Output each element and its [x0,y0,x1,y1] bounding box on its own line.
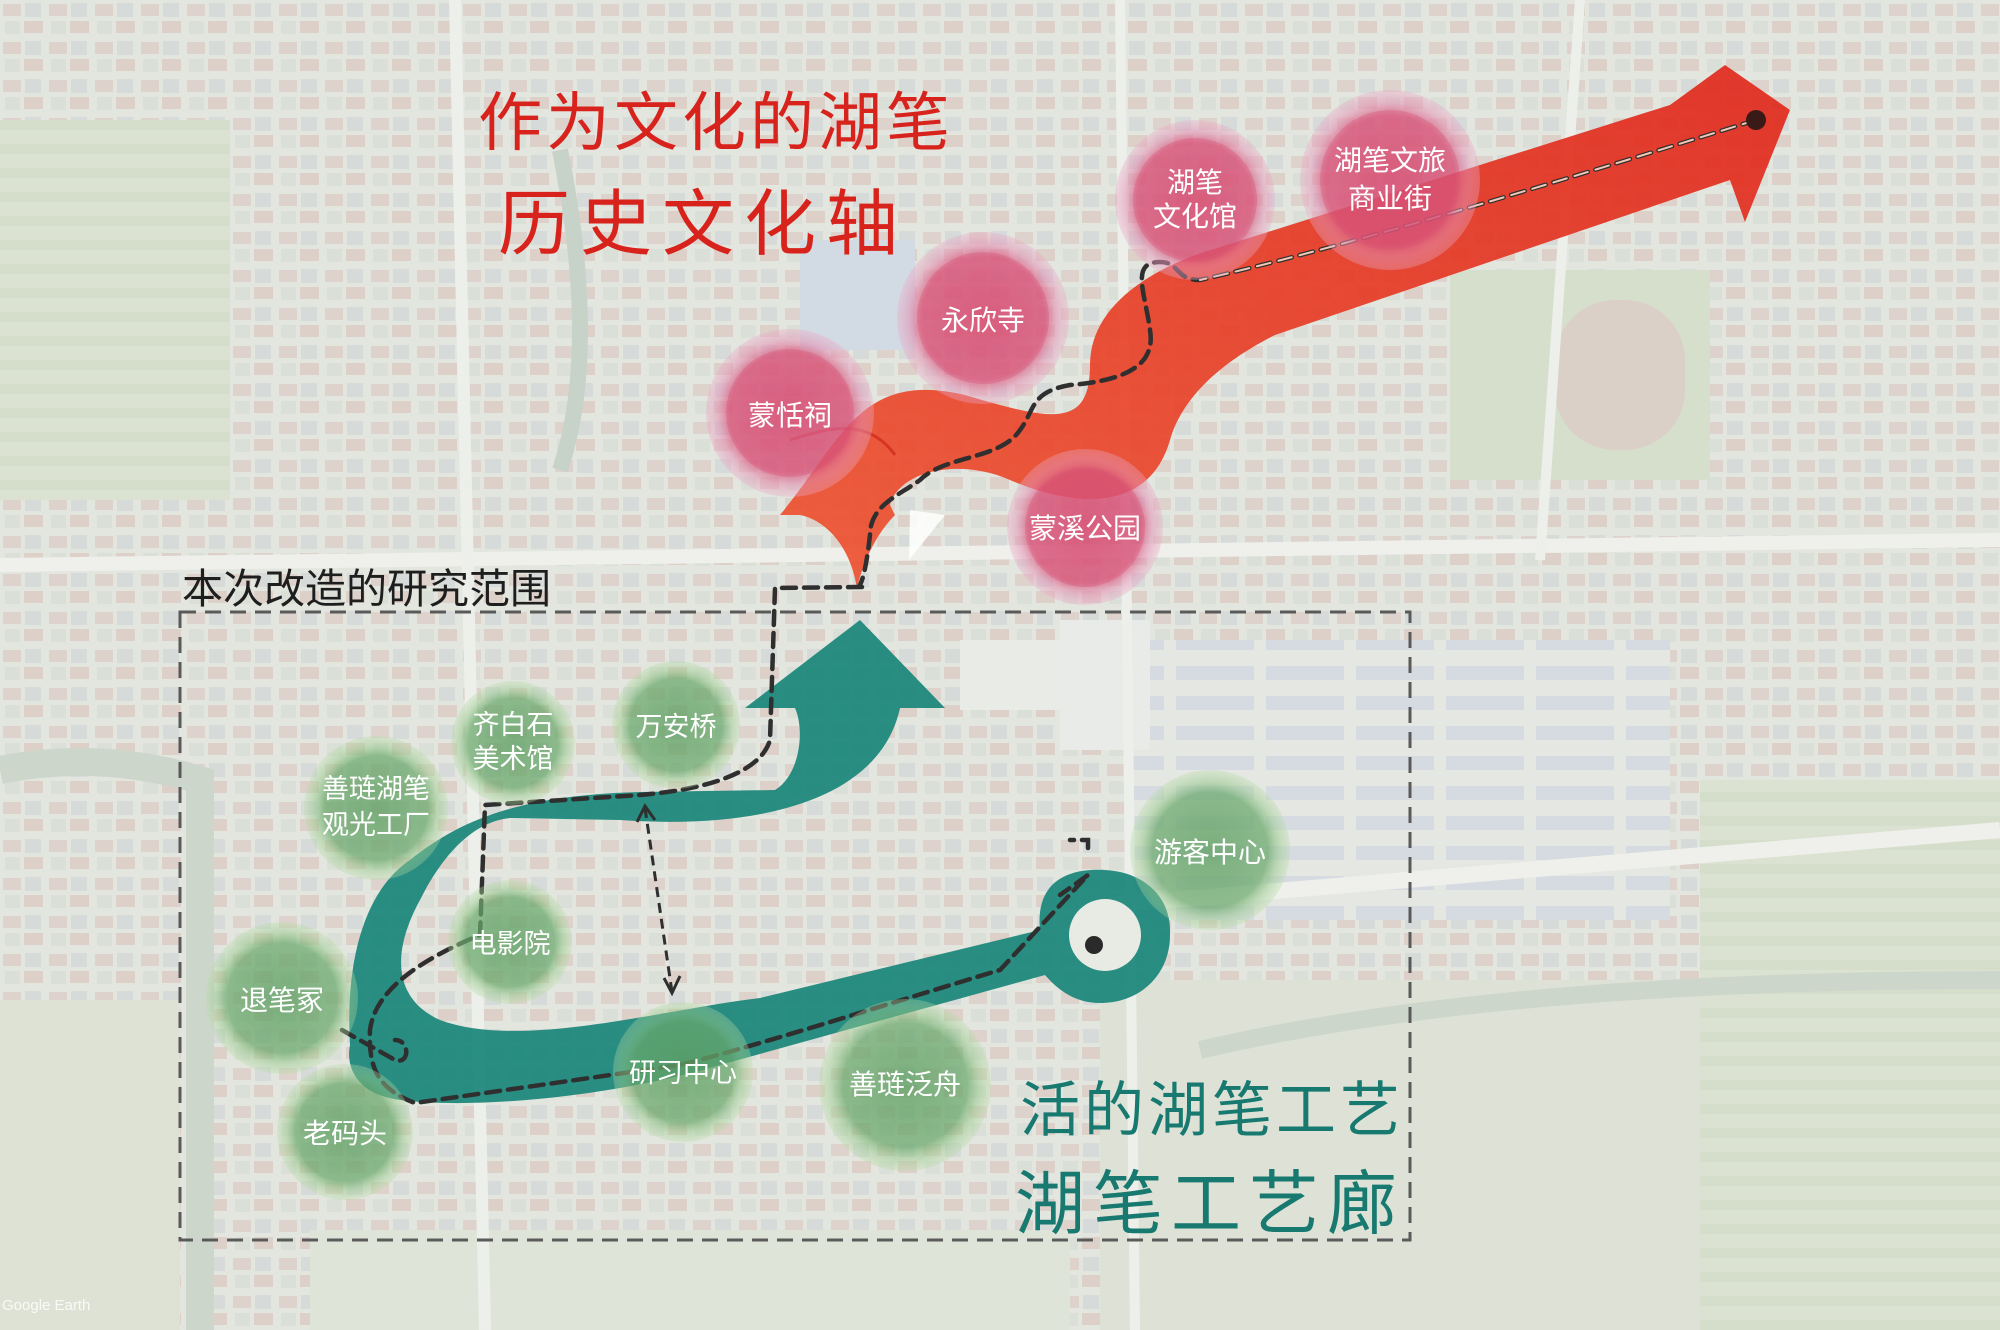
history-node-3: 永欣寺 [897,232,1069,404]
history-node-2-label-b: 商业街 [1348,182,1432,215]
history-node-1-label-a: 湖笔 [1167,166,1223,199]
history-axis-title: 历史文化轴 [498,182,909,266]
study-area-label: 本次改造的研究范围 [182,565,551,613]
craft-node-2-label-a: 万安桥 [636,712,717,743]
craft-node-1: 齐白石 美术馆 [451,681,575,805]
craft-axis-title: 湖笔工艺廊 [1015,1163,1405,1245]
dimension-marker [635,803,682,997]
craft-node-3: 善琏湖笔 观光工厂 [304,736,448,880]
history-axis-subtitle: 作为文化的湖笔 [478,87,954,161]
craft-node-7: 研习中心 [613,1002,753,1142]
craft-node-9: 老码头 [277,1064,413,1200]
history-node-3-label-a: 永欣寺 [941,304,1025,337]
craft-node-8-label-a: 善琏泛舟 [849,1068,961,1101]
history-node-1: 湖笔 文化馆 [1115,120,1275,280]
history-node-4: 蒙恬祠 [706,329,874,497]
craft-node-3-label-b: 观光工厂 [322,810,430,841]
craft-node-4: 游客中心 [1130,770,1290,930]
craft-node-9-label-a: 老码头 [303,1117,387,1150]
history-node-2: 湖笔文旅 商业街 [1300,90,1480,270]
study-area-boundary [178,610,1412,1242]
craft-node-1-label-b: 美术馆 [473,744,554,775]
history-node-2-label-a: 湖笔文旅 [1334,144,1446,177]
craft-node-1-label-a: 齐白石 [473,710,554,741]
history-node-5: 蒙溪公园 [1007,449,1163,605]
craft-axis-subtitle: 活的湖笔工艺 [1020,1076,1404,1146]
history-node-1-label-b: 文化馆 [1153,200,1237,233]
craft-node-4-label-a: 游客中心 [1154,836,1266,869]
craft-node-5: 电影院 [448,880,572,1004]
history-end-dot [1746,110,1766,130]
source-credit: Google Earth [2,1297,91,1314]
craft-node-3-label-a: 善琏湖笔 [322,774,430,805]
craft-node-5-label-a: 电影院 [470,929,551,960]
craft-node-6: 退笔冢 [206,922,358,1074]
craft-node-8: 善琏泛舟 [819,999,991,1171]
craft-end-dot [1085,936,1103,954]
craft-node-7-label-a: 研习中心 [629,1058,737,1089]
craft-node-6-label-a: 退笔冢 [240,984,324,1017]
history-node-4-label-a: 蒙恬祠 [748,399,832,432]
history-node-5-label-a: 蒙溪公园 [1029,512,1141,545]
craft-node-2: 万安桥 [612,661,740,789]
